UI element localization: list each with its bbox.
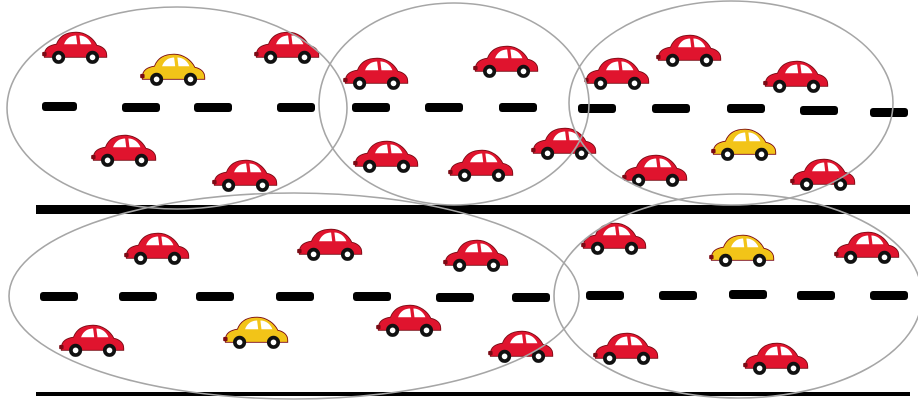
lane-dash <box>499 103 537 112</box>
yellow-car-icon <box>140 54 205 86</box>
lane-dash <box>797 291 835 300</box>
red-car-icon <box>531 128 596 160</box>
lane-dash <box>727 104 765 113</box>
lane-dash <box>512 293 550 302</box>
red-car-icon <box>443 240 508 272</box>
lane-markings <box>40 102 908 302</box>
lane-dash <box>353 292 391 301</box>
red-car-icon <box>743 343 808 375</box>
lane-dash <box>119 292 157 301</box>
red-car-icon <box>297 229 362 261</box>
red-car-icon <box>581 223 646 255</box>
lane-dash <box>870 291 908 300</box>
lane-dash <box>196 292 234 301</box>
red-car-icon <box>448 150 513 182</box>
yellow-car-icon <box>223 317 288 349</box>
lane-dash <box>277 103 315 112</box>
lane-dash <box>729 290 767 299</box>
lane-dash <box>436 293 474 302</box>
lane-dash <box>425 103 463 112</box>
red-car-icon <box>376 305 441 337</box>
lane-dash <box>122 103 160 112</box>
red-car-icon <box>212 160 277 192</box>
lane-dash <box>578 104 616 113</box>
lane-dash <box>870 108 908 117</box>
red-car-icon <box>593 333 658 365</box>
red-car-icon <box>91 135 156 167</box>
red-car-icon <box>656 35 721 67</box>
red-car-icon <box>343 58 408 90</box>
lane-dash <box>652 104 690 113</box>
lane-dash <box>352 103 390 112</box>
coverage-areas <box>7 1 918 399</box>
red-car-icon <box>59 325 124 357</box>
red-car-icon <box>42 32 107 64</box>
red-car-icon <box>353 141 418 173</box>
lane-dash <box>586 291 624 300</box>
lane-dash <box>659 291 697 300</box>
red-car-icon <box>124 233 189 265</box>
red-car-icon <box>622 155 687 187</box>
lane-dash <box>800 106 838 115</box>
lane-dash <box>42 102 77 111</box>
yellow-car-icon <box>711 129 776 161</box>
red-car-icon <box>584 58 649 90</box>
red-car-icon <box>254 32 319 64</box>
yellow-car-icon <box>709 235 774 267</box>
red-car-icon <box>473 46 538 78</box>
lane-dash <box>276 292 314 301</box>
red-car-icon <box>763 61 828 93</box>
lane-dash <box>40 292 78 301</box>
lane-dash <box>194 103 232 112</box>
